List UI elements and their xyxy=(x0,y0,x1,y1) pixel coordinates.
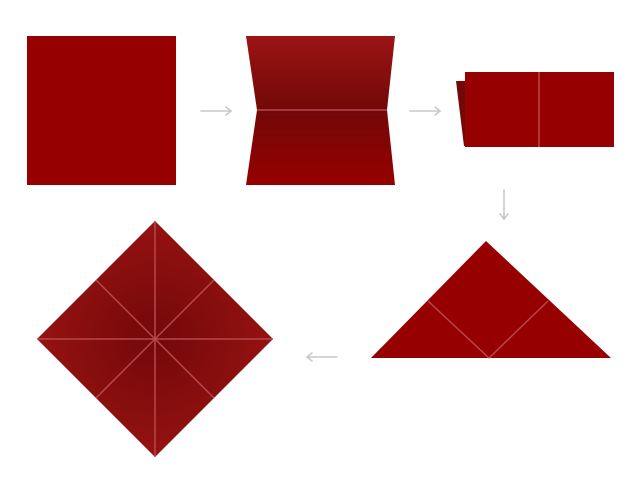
left-crease xyxy=(427,300,490,359)
step-2-folded-half xyxy=(246,36,395,185)
back-flap xyxy=(456,81,466,146)
diagonal-crease-b xyxy=(95,279,215,399)
triangle-paper xyxy=(371,241,611,358)
top-flap xyxy=(246,36,395,110)
arrow-4-5 xyxy=(305,352,338,362)
bottom-flap xyxy=(246,110,395,185)
step-5-diamond xyxy=(37,221,273,457)
arrow-3-4 xyxy=(499,189,509,221)
arrow-2-3 xyxy=(409,106,442,116)
square-paper xyxy=(27,36,176,185)
step-3-folded-rectangle xyxy=(456,72,614,147)
arrow-1-2 xyxy=(200,106,233,116)
step-1-square xyxy=(27,36,176,185)
step-4-triangle xyxy=(371,241,611,359)
right-crease xyxy=(488,300,549,359)
